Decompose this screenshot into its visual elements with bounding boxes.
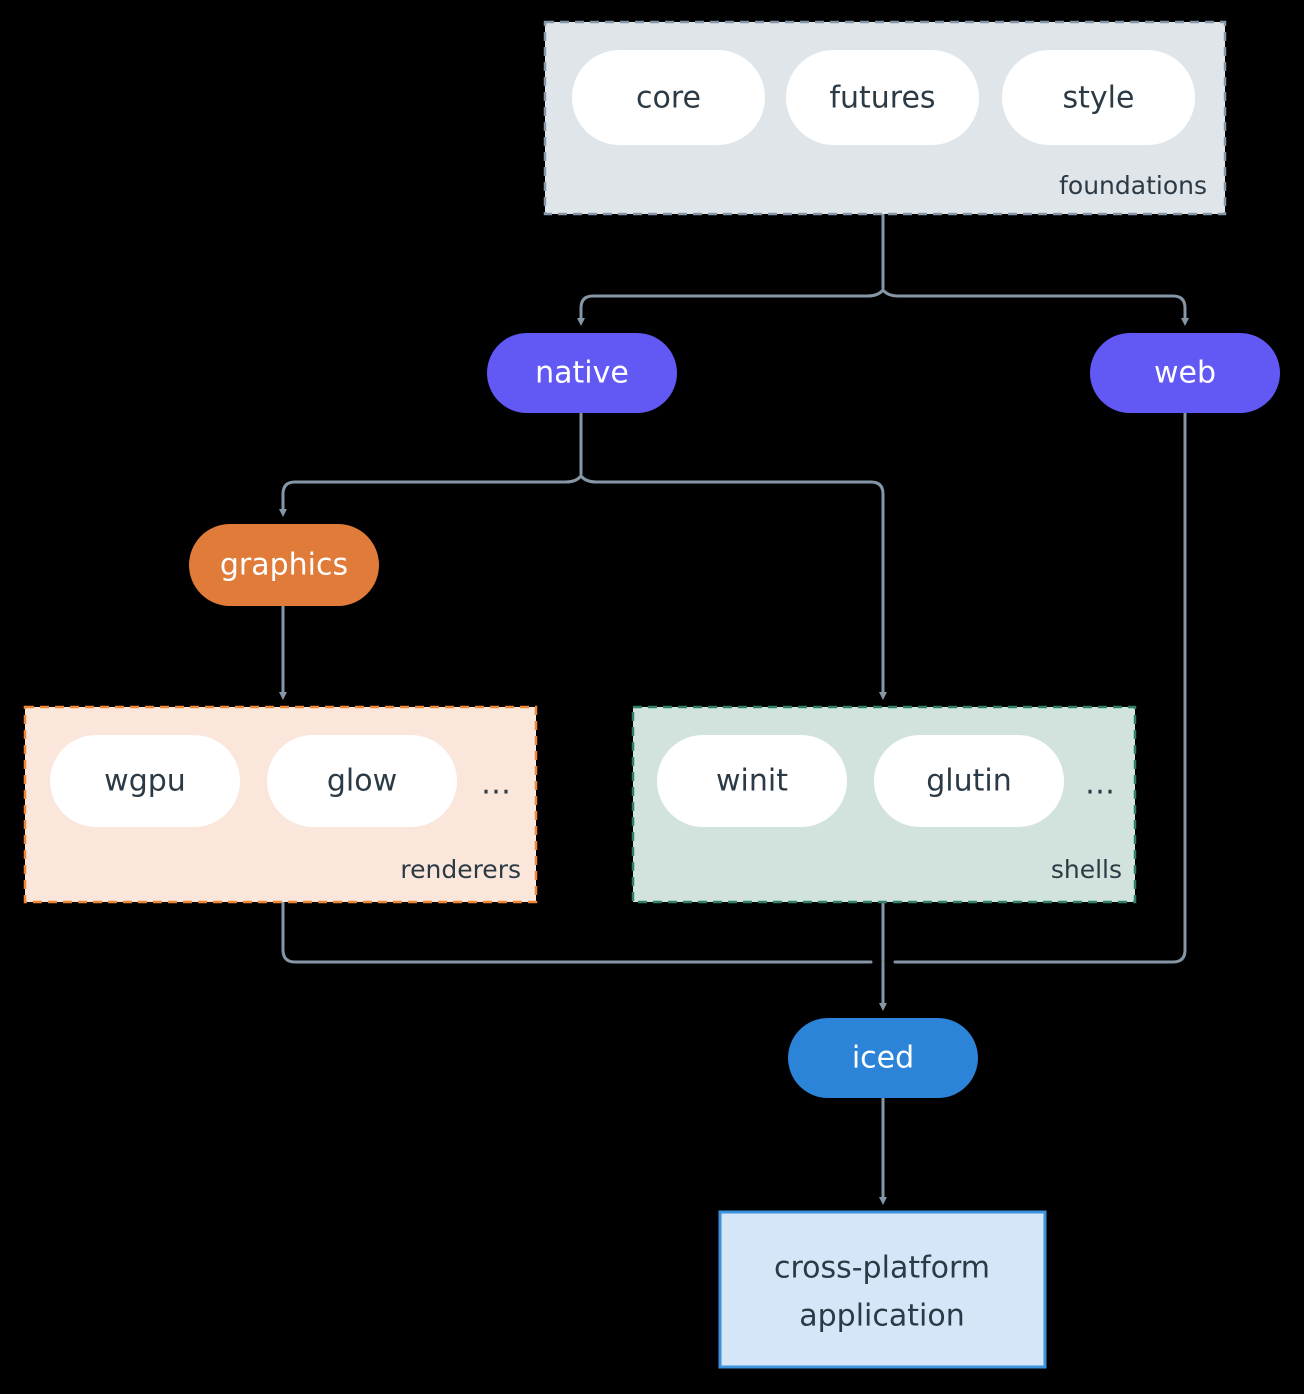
member-futures-label: futures xyxy=(829,81,935,116)
member-wgpu[interactable]: wgpu xyxy=(50,735,240,827)
cross-platform-application-line-1: cross-platform xyxy=(774,1251,990,1286)
member-glow-pill[interactable] xyxy=(267,735,457,827)
node-iced[interactable]: iced xyxy=(788,1018,978,1098)
cluster-renderers-label: renderers xyxy=(400,855,521,884)
edge-foundations-to-native xyxy=(577,288,885,326)
cluster-foundations-label: foundations xyxy=(1059,171,1207,200)
node-iced-pill[interactable] xyxy=(788,1018,978,1098)
edge-renderers-to-iced xyxy=(281,900,873,964)
edge-native-to-graphics xyxy=(279,474,583,517)
cluster-shells: winit glutin … shells xyxy=(631,705,1137,904)
node-graphics[interactable]: graphics xyxy=(189,524,379,606)
member-futures-pill[interactable] xyxy=(786,50,979,145)
member-core[interactable]: core xyxy=(572,50,765,145)
cluster-foundations: core futures style foundations xyxy=(543,20,1227,216)
member-wgpu-label: wgpu xyxy=(104,764,186,799)
member-core-label: core xyxy=(636,81,701,116)
node-graphics-label: graphics xyxy=(220,548,348,583)
member-futures[interactable]: futures xyxy=(786,50,979,145)
node-native-label: native xyxy=(535,356,629,391)
member-glutin[interactable]: glutin xyxy=(874,735,1064,827)
member-winit-label: winit xyxy=(716,764,788,799)
member-style[interactable]: style xyxy=(1002,50,1195,145)
member-glutin-label: glutin xyxy=(926,764,1012,799)
edge-foundations-to-web xyxy=(881,288,1189,326)
node-native[interactable]: native xyxy=(487,333,677,413)
member-style-label: style xyxy=(1063,81,1135,116)
member-wgpu-pill[interactable] xyxy=(50,735,240,827)
cross-platform-application-box[interactable] xyxy=(718,1210,1047,1369)
cross-platform-application-line-2: application xyxy=(799,1299,964,1334)
edge-web-to-iced xyxy=(893,411,1187,964)
edge-native-to-shells xyxy=(579,474,887,700)
node-iced-label: iced xyxy=(852,1041,914,1076)
member-style-pill[interactable] xyxy=(1002,50,1195,145)
node-web-label: web xyxy=(1154,356,1216,391)
node-cross-platform-application[interactable]: cross-platform application xyxy=(718,1210,1047,1369)
member-winit[interactable]: winit xyxy=(657,735,847,827)
cluster-shells-label: shells xyxy=(1051,855,1122,884)
member-winit-pill[interactable] xyxy=(657,735,847,827)
member-glow[interactable]: glow xyxy=(267,735,457,827)
cluster-renderers: wgpu glow … renderers xyxy=(23,705,538,904)
node-native-pill[interactable] xyxy=(487,333,677,413)
shells-ellipsis: … xyxy=(1085,767,1115,802)
node-web[interactable]: web xyxy=(1090,333,1280,413)
member-core-pill[interactable] xyxy=(572,50,765,145)
member-glutin-pill[interactable] xyxy=(874,735,1064,827)
node-web-pill[interactable] xyxy=(1090,333,1280,413)
member-glow-label: glow xyxy=(327,764,397,799)
node-graphics-pill[interactable] xyxy=(189,524,379,606)
renderers-ellipsis: … xyxy=(481,767,511,802)
